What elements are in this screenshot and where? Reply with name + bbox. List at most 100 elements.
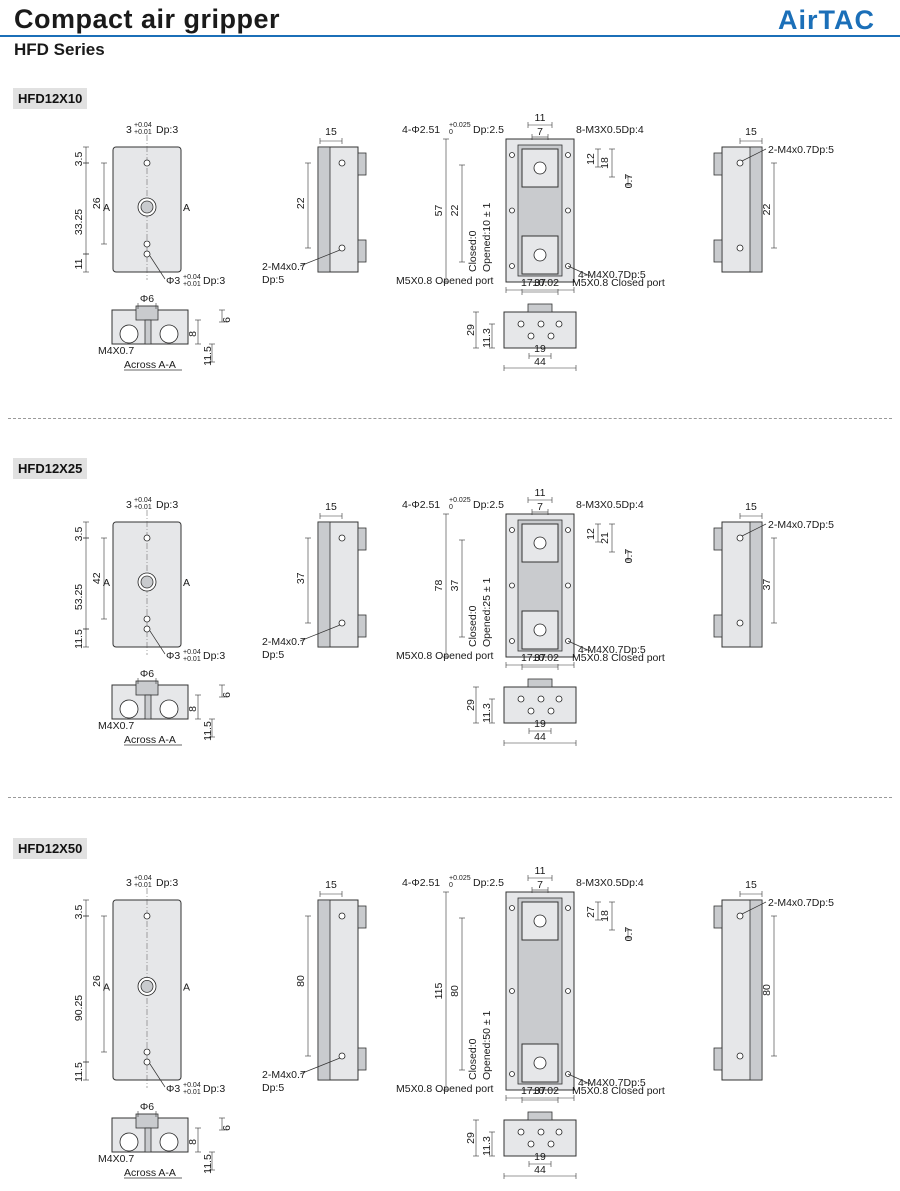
dim-bottom: 11.5 [73, 1062, 85, 1082]
top-width: 37 [534, 1085, 546, 1097]
top-thread-top: 8-M3X0.5Dp:4 [576, 124, 644, 136]
end-closed-port: M5X0.8 Closed port [572, 1085, 665, 1097]
end-inner: 19 [534, 718, 546, 730]
section-divider [8, 797, 892, 798]
tol-upper: +0.04 [183, 1082, 201, 1089]
end-closed-port: M5X0.8 Closed port [572, 652, 665, 664]
rear-view: 152-M4x0.7Dp:522 [713, 126, 834, 273]
top-length: 115 [433, 982, 445, 999]
top-w-inner: 7 [537, 501, 543, 513]
side-width: 15 [325, 126, 337, 138]
dim-bottom: 11.5 [73, 629, 85, 649]
top-v1: 12 [585, 153, 597, 165]
top-length: 57 [433, 205, 445, 217]
section-caption: Across A-A [124, 1167, 176, 1179]
dim-bottom: 11 [73, 258, 85, 269]
top-v3: 0.7 [623, 174, 635, 189]
top-closed: Closed:0 [467, 1038, 479, 1080]
tol-upper: +0.025 [449, 122, 471, 129]
front-bottom-hole: Φ3 [166, 275, 180, 287]
header-rule [0, 35, 900, 37]
side-thread: 2-M4x0.7 [262, 261, 306, 273]
tol-upper: +0.025 [449, 497, 471, 504]
rear-width: 15 [745, 879, 757, 891]
section-mark-right: A [183, 577, 190, 589]
model-label: HFD12X50 [13, 838, 88, 859]
end-pitch: 17±0.02 [521, 652, 559, 664]
top-v3: 0.7 [623, 927, 635, 942]
top-closed: Closed:0 [467, 605, 479, 647]
section-d1: 6 [221, 1125, 233, 1131]
svg-text:AirTAC: AirTAC [778, 6, 875, 32]
end-height: 29 [465, 324, 477, 336]
top-inner: 37 [449, 580, 461, 592]
top-w-inner: 7 [537, 879, 543, 891]
top-pin-depth: Dp:2.5 [473, 499, 504, 511]
section-mark-left: A [103, 981, 110, 993]
top-v2: 18 [599, 910, 611, 922]
section-dia: Φ6 [140, 293, 154, 305]
tol-upper: +0.04 [134, 875, 152, 882]
rear-view: 152-M4x0.7Dp:537 [713, 501, 834, 648]
top-pin: 4-Φ2.51 [402, 124, 440, 136]
side-thread-depth: Dp:5 [262, 274, 284, 286]
section-d2: 8 [187, 706, 199, 712]
tol-lower: +0.01 [183, 281, 201, 288]
section-thread: M4X0.7 [98, 345, 134, 357]
front-top-depth: Dp:3 [156, 877, 178, 889]
tol-lower: +0.01 [134, 504, 152, 511]
dim-mid: 90.25 [73, 995, 85, 1021]
side-thread: 2-M4x0.7 [262, 1069, 306, 1081]
dim-pitch: 26 [91, 197, 103, 209]
side-pitch: 80 [295, 975, 307, 987]
end-inner: 19 [534, 1151, 546, 1163]
top-v3: 0.7 [623, 549, 635, 564]
section-mark-right: A [183, 981, 190, 993]
top-opened: Opened:50 ± 1 [481, 1010, 493, 1080]
section-thread: M4X0.7 [98, 1153, 134, 1165]
front-top-depth: Dp:3 [156, 499, 178, 511]
front-bottom-depth: Dp:3 [203, 650, 225, 662]
section-mark-right: A [183, 202, 190, 214]
section-d3: 11.5 [202, 1154, 214, 1174]
front-top-hole: 3 [126, 877, 132, 889]
end-width: 44 [534, 731, 546, 743]
section-d3: 11.5 [202, 721, 214, 741]
top-v1: 12 [585, 528, 597, 540]
side-width: 15 [325, 501, 337, 513]
tol-upper: +0.025 [449, 875, 471, 882]
side-thread-depth: Dp:5 [262, 649, 284, 661]
tol-upper: +0.04 [134, 497, 152, 504]
end-mid: 11.3 [481, 328, 493, 348]
front-bottom-depth: Dp:3 [203, 275, 225, 287]
model-label: HFD12X25 [13, 458, 88, 479]
dim-mid: 53.25 [73, 584, 85, 610]
dim-pitch: 42 [91, 572, 103, 584]
dim-mid: 33.25 [73, 209, 85, 235]
tol-lower: +0.01 [134, 882, 152, 889]
rear-thread: 2-M4x0.7Dp:5 [768, 519, 834, 531]
end-opened-port: M5X0.8 Opened port [396, 650, 494, 662]
side-width: 15 [325, 879, 337, 891]
top-v1: 27 [585, 906, 597, 918]
end-width: 44 [534, 1164, 546, 1176]
top-w-outer: 11 [535, 487, 546, 499]
airtac-logo: AirTAC [778, 6, 875, 32]
end-pitch: 17±0.02 [521, 1085, 559, 1097]
section-divider [8, 418, 892, 419]
top-opened: Opened:25 ± 1 [481, 577, 493, 647]
tol-upper: +0.04 [183, 649, 201, 656]
dim-pitch: 26 [91, 975, 103, 987]
